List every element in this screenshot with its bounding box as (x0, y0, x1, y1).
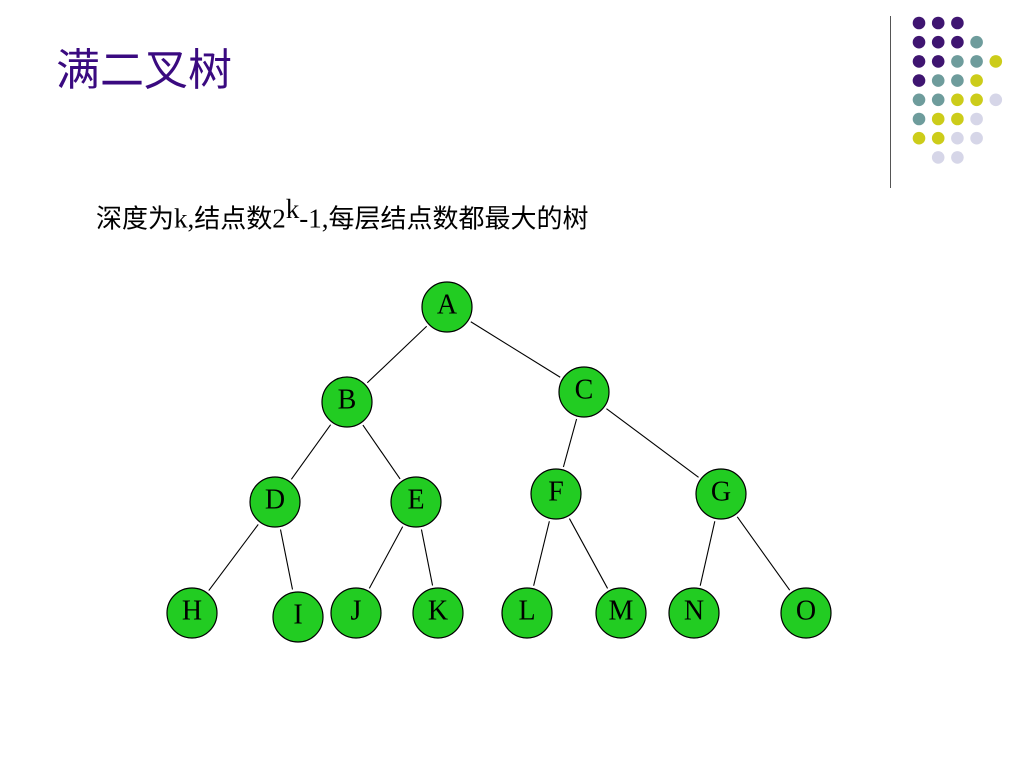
tree-node-label: G (711, 477, 731, 508)
tree-edge-F-L (533, 521, 550, 586)
tree-node-circle (530, 468, 582, 520)
tree-node-label: O (796, 596, 816, 627)
tree-node-K: K (412, 587, 464, 639)
tree-node-circle (249, 476, 301, 528)
tree-node-circle (330, 587, 382, 639)
tree-edge-C-F (562, 418, 578, 468)
tree-edge-D-H (208, 524, 259, 591)
tree-node-J: J (330, 587, 382, 639)
tree-node-label: I (293, 600, 302, 631)
tree-edge-B-D (290, 424, 332, 480)
subtitle-minus-1: -1, (299, 203, 329, 234)
tree-node-circle (390, 476, 442, 528)
tree-node-label: N (684, 596, 704, 627)
tree-node-label: H (182, 596, 202, 627)
tree-node-label: L (518, 596, 535, 627)
tree-node-label: A (437, 290, 458, 321)
tree-node-label: D (265, 485, 285, 516)
tree-node-label: K (428, 596, 448, 627)
tree-node-circle (695, 468, 747, 520)
tree-node-circle (668, 587, 720, 639)
tree-node-label: B (338, 385, 357, 416)
tree-node-F: F (530, 468, 582, 520)
tree-edge-E-J (368, 526, 404, 589)
subtitle-text-1: 深度为 (96, 204, 175, 235)
subtitle-base-2: 2 (272, 203, 286, 234)
tree-node-label: F (548, 477, 564, 508)
tree-edge-C-G (606, 408, 699, 478)
tree-node-label: J (351, 596, 362, 627)
slide-subtitle: 深度为k,结点数2k-1,每层结点数都最大的树 (96, 194, 589, 236)
tree-node-circle (166, 587, 218, 639)
tree-node-M: M (595, 587, 647, 639)
tree-node-C: C (558, 366, 610, 418)
tree-edge-G-N (699, 521, 716, 586)
subtitle-depth-k: k, (174, 203, 195, 234)
tree-node-circle (595, 587, 647, 639)
tree-node-circle (272, 591, 324, 643)
tree-node-label: M (609, 596, 634, 627)
tree-node-B: B (321, 376, 373, 428)
tree-node-label: E (407, 485, 424, 516)
tree-edge-G-O (736, 516, 791, 591)
subtitle-exponent-k: k (285, 194, 300, 224)
tree-edge-B-E (362, 424, 401, 480)
tree-node-D: D (249, 476, 301, 528)
tree-node-label: C (575, 375, 594, 406)
tree-node-O: O (780, 587, 832, 639)
tree-node-circle (501, 587, 553, 639)
tree-node-E: E (390, 476, 442, 528)
tree-node-H: H (166, 587, 218, 639)
tree-node-G: G (695, 468, 747, 520)
tree-edge-E-K (420, 529, 434, 586)
tree-node-I: I (272, 591, 324, 643)
tree-node-circle (321, 376, 373, 428)
tree-node-circle (558, 366, 610, 418)
tree-edge-A-B (366, 325, 428, 384)
tree-node-L: L (501, 587, 553, 639)
decorative-divider (890, 16, 891, 188)
tree-edges (208, 321, 791, 591)
slide-title: 满二叉树 (56, 45, 232, 96)
tree-edge-F-M (568, 518, 609, 589)
tree-node-circle (421, 281, 473, 333)
tree-node-circle (412, 587, 464, 639)
tree-edge-A-C (470, 321, 561, 378)
subtitle-text-2: 结点数 (194, 204, 273, 235)
tree-node-N: N (668, 587, 720, 639)
tree-edge-D-I (279, 529, 294, 590)
subtitle-text-3: 每层结点数都最大的树 (328, 204, 589, 235)
tree-node-circle (780, 587, 832, 639)
tree-node-A: A (421, 281, 473, 333)
